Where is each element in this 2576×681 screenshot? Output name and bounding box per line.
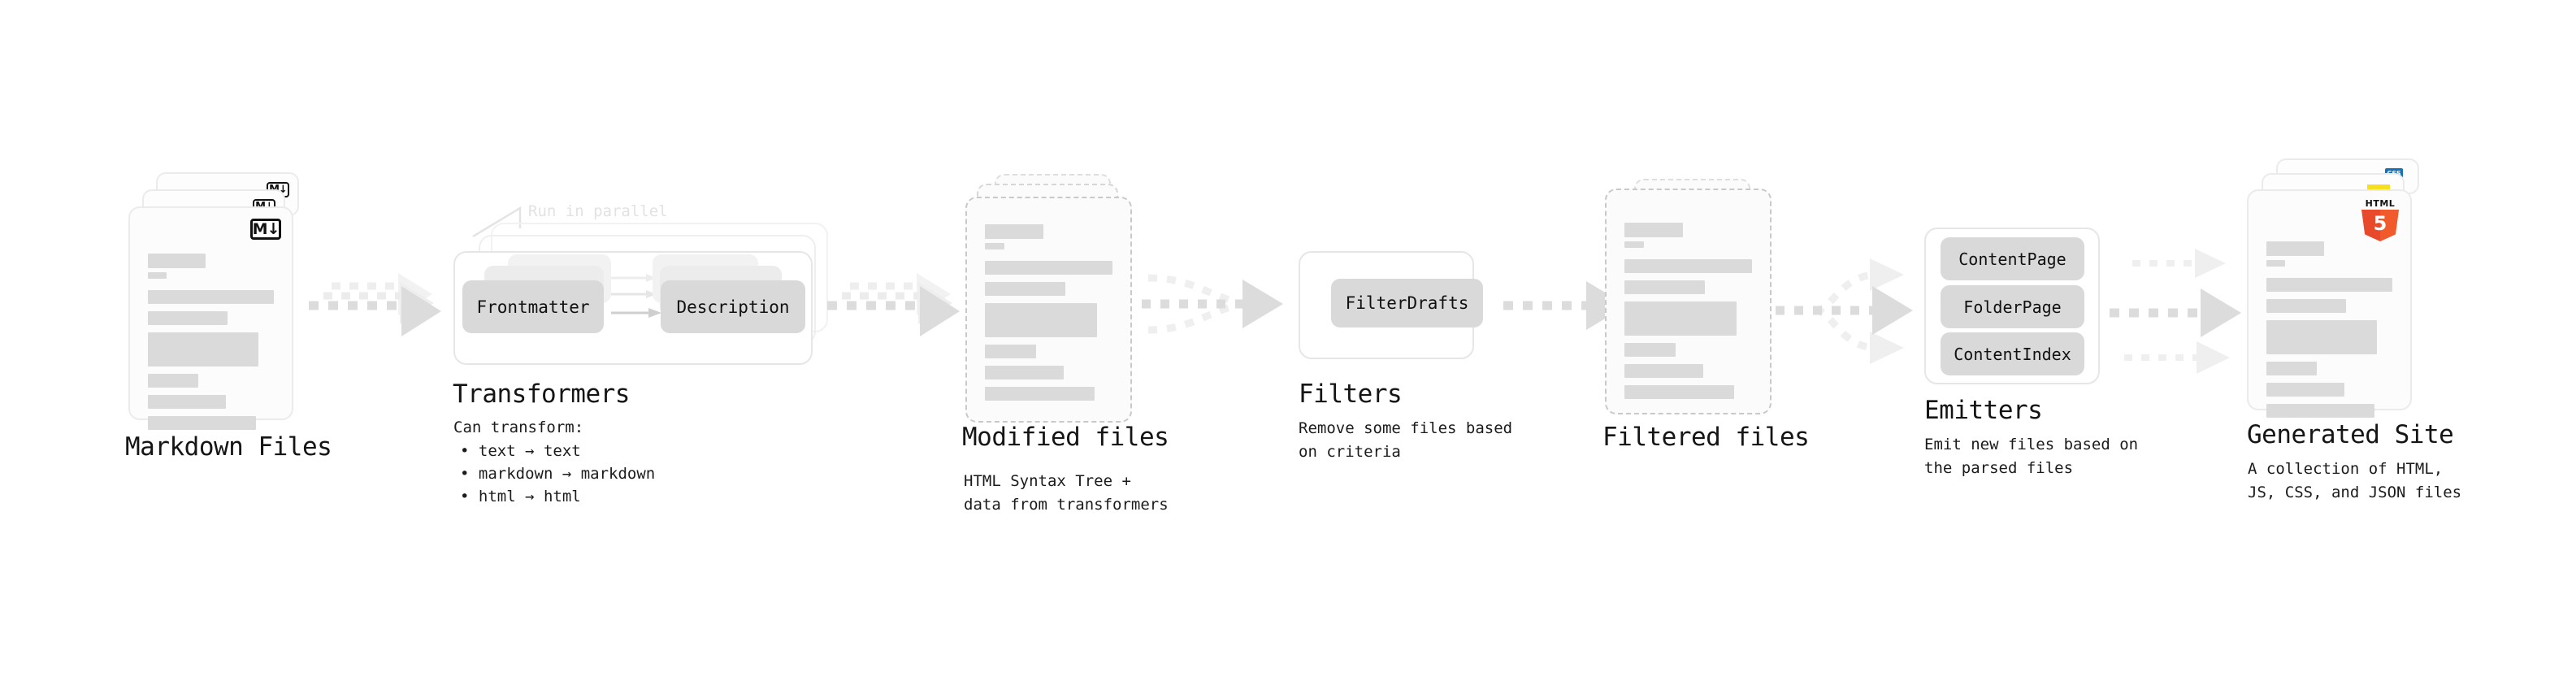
generated-site-card-stack: CSS HTML 5 <box>2247 158 2434 418</box>
placeholder-text-lines <box>148 254 274 437</box>
placeholder-text-lines <box>2266 241 2392 425</box>
connector-modified-to-filters <box>1142 274 1283 334</box>
connector-transformers-to-modified <box>827 273 960 336</box>
markdown-icon: M↓ <box>250 219 281 240</box>
frontmatter-to-description-arrows <box>611 274 661 318</box>
transformers-bullet-1: • markdown → markdown <box>460 465 656 483</box>
filtered-card-front <box>1605 189 1772 414</box>
connector-emitters-to-site <box>2110 249 2241 374</box>
generated-site-caption: A collection of HTML, JS, CSS, and JSON … <box>2248 460 2462 501</box>
stage-title-emitters: Emitters <box>1924 396 2043 425</box>
markdown-file-card-stack: M↓ M↓ M↓ <box>128 172 299 430</box>
emitter-pill-contentpage[interactable]: ContentPage <box>1941 237 2084 280</box>
placeholder-text-lines <box>985 224 1112 408</box>
run-in-parallel-label: Run in parallel <box>528 202 668 220</box>
html5-icon: HTML 5 <box>2361 198 2399 241</box>
emitter-pill-folderpage[interactable]: FolderPage <box>1941 285 2084 328</box>
run-in-parallel-bracket <box>472 206 522 238</box>
transformers-caption: Can transform: <box>453 419 584 436</box>
markdown-card-front: M↓ <box>128 206 293 430</box>
stage-title-modified-files: Modified files <box>962 423 1169 452</box>
connector-filtered-to-emitters <box>1776 258 1913 364</box>
placeholder-text-lines <box>1624 223 1752 406</box>
html5-shield-highlight <box>2380 210 2399 241</box>
modified-files-caption: HTML Syntax Tree + data from transformer… <box>964 472 1169 514</box>
stage-title-transformers: Transformers <box>453 380 630 409</box>
stage-title-filtered-files: Filtered files <box>1602 423 1810 452</box>
generated-card-front-html: HTML 5 <box>2247 189 2412 418</box>
emitters-caption: Emit new files based on the parsed files <box>1924 436 2139 477</box>
emitter-pill-contentindex[interactable]: ContentIndex <box>1941 332 2084 375</box>
html5-icon-label: HTML <box>2365 198 2396 209</box>
stage-title-markdown-files: Markdown Files <box>125 432 332 462</box>
stage-title-filters: Filters <box>1299 380 1403 409</box>
transformer-pill-frontmatter[interactable]: Frontmatter <box>462 280 604 333</box>
filtered-file-card-stack <box>1605 177 1776 425</box>
filter-pill-filterdrafts[interactable]: FilterDrafts <box>1331 279 1483 327</box>
modified-card-front <box>965 197 1132 423</box>
modified-file-card-stack <box>965 172 1136 423</box>
transformer-pill-description[interactable]: Description <box>661 280 805 333</box>
connector-md-to-transformers <box>309 273 441 336</box>
transformers-bullet-2: • html → html <box>460 488 581 505</box>
stage-title-generated-site: Generated Site <box>2247 420 2454 449</box>
filters-caption: Remove some files based on criteria <box>1299 419 1513 461</box>
html5-digit: 5 <box>2373 212 2387 235</box>
transformers-bullet-0: • text → text <box>460 442 581 460</box>
